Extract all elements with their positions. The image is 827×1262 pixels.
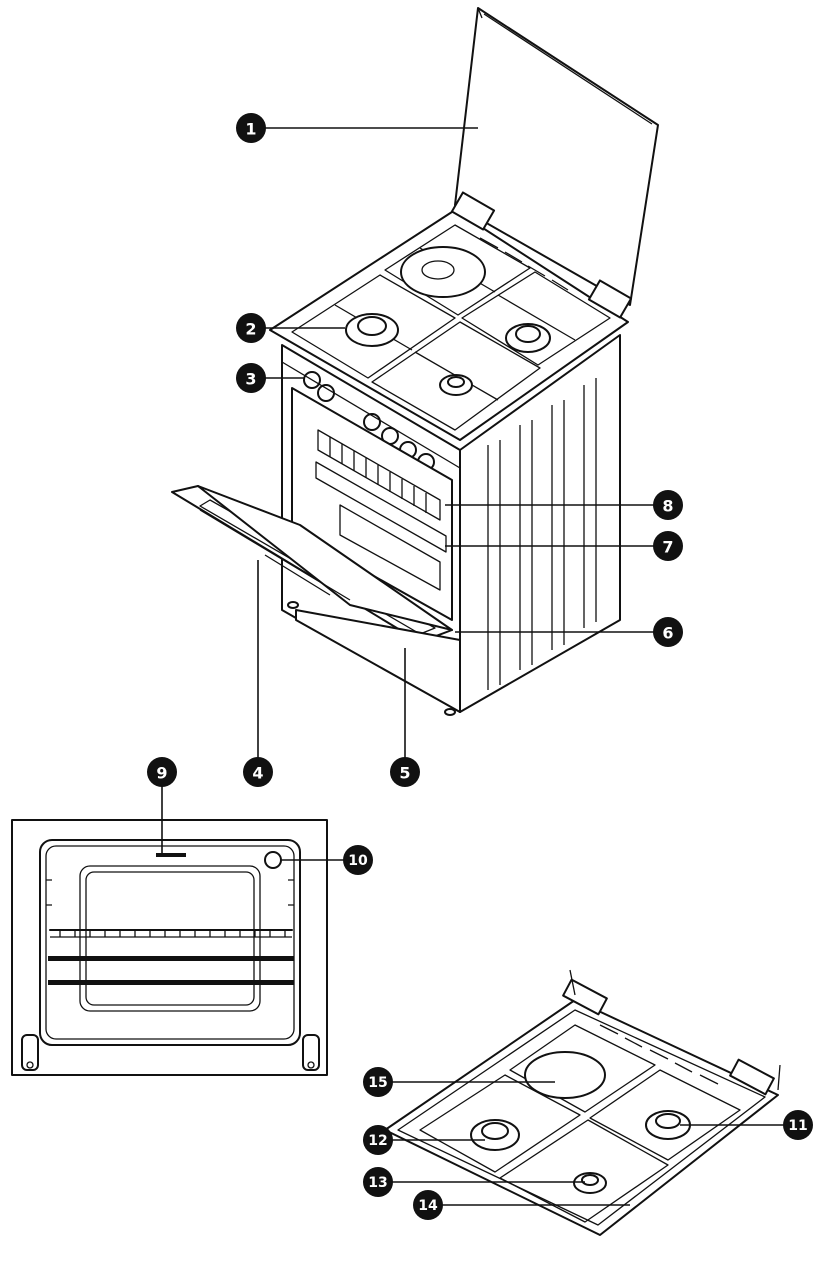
callout-5-label: 5 bbox=[399, 764, 410, 783]
callout-8: 8 bbox=[653, 490, 683, 520]
side-ribs bbox=[487, 378, 597, 690]
callout-15-label: 15 bbox=[368, 1075, 387, 1091]
oven-grid-drawing bbox=[315, 429, 447, 591]
callout-3: 3 bbox=[236, 363, 266, 393]
callout-9: 9 bbox=[147, 757, 177, 787]
callout-15: 15 bbox=[363, 1067, 393, 1097]
callout-9-label: 9 bbox=[156, 764, 167, 783]
callout-6-label: 6 bbox=[662, 624, 673, 643]
callout-12: 12 bbox=[363, 1125, 393, 1155]
hob-top bbox=[269, 209, 629, 441]
callout-5: 5 bbox=[390, 757, 420, 787]
callout-2-label: 2 bbox=[245, 320, 256, 339]
lid-drawing bbox=[454, 7, 659, 306]
burners-drawing bbox=[345, 313, 551, 396]
callout-10-label: 10 bbox=[348, 853, 368, 869]
oven-cavity bbox=[291, 387, 453, 621]
callout-13: 13 bbox=[363, 1167, 393, 1197]
callout-14: 14 bbox=[413, 1190, 443, 1220]
drawer-drawing bbox=[295, 609, 461, 713]
callout-14-label: 14 bbox=[418, 1198, 438, 1214]
hob-detail-view bbox=[384, 969, 781, 1236]
callout-2: 2 bbox=[236, 313, 266, 343]
leader-lines bbox=[161, 127, 795, 1206]
callout-11-label: 11 bbox=[788, 1118, 807, 1134]
callout-4-label: 4 bbox=[252, 764, 263, 783]
callout-12-label: 12 bbox=[368, 1133, 387, 1149]
hotplate-drawing bbox=[400, 246, 486, 298]
callout-3-label: 3 bbox=[245, 370, 256, 389]
callout-6: 6 bbox=[653, 617, 683, 647]
callout-1: 1 bbox=[236, 113, 266, 143]
callout-4: 4 bbox=[243, 757, 273, 787]
callout-10: 10 bbox=[343, 845, 373, 875]
callout-8-label: 8 bbox=[662, 497, 673, 516]
callout-11: 11 bbox=[783, 1110, 813, 1140]
callout-1-label: 1 bbox=[245, 120, 256, 139]
oven-door-drawing bbox=[171, 485, 453, 643]
cooker-illustration bbox=[171, 7, 659, 716]
callout-13-label: 13 bbox=[368, 1175, 387, 1191]
callout-7: 7 bbox=[653, 531, 683, 561]
oven-front-view bbox=[11, 819, 328, 1076]
callout-7-label: 7 bbox=[662, 538, 673, 557]
